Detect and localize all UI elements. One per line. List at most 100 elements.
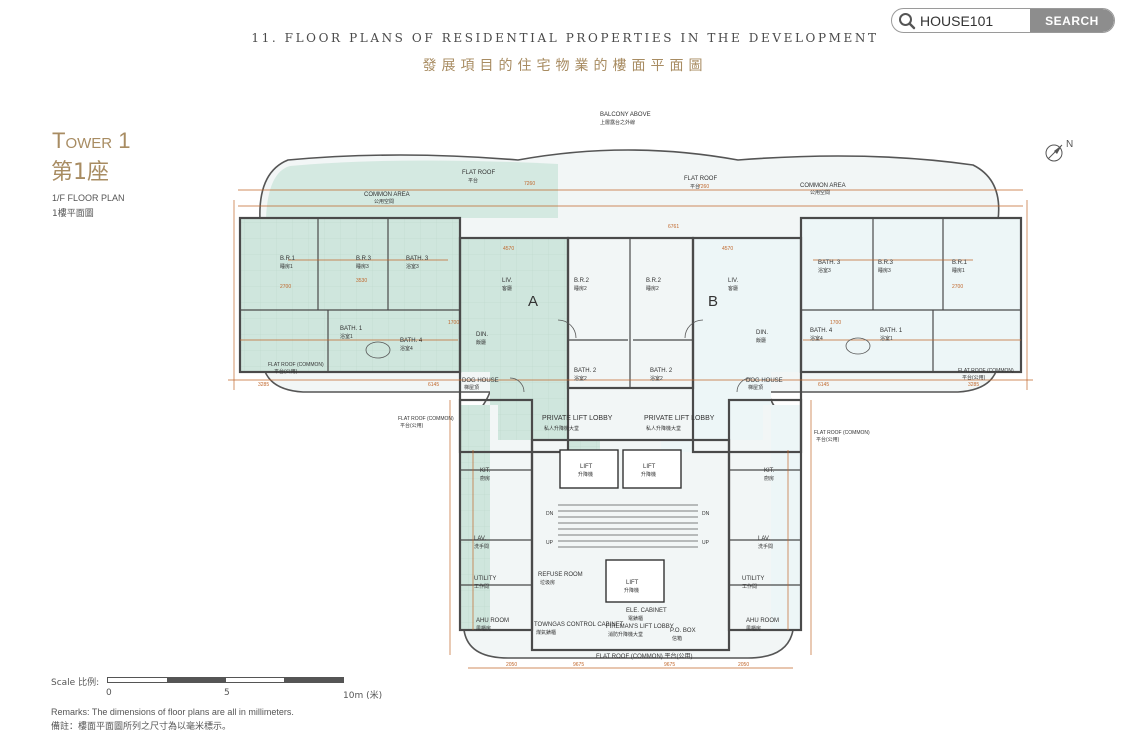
label-bath3-b-zh: 浴室3 bbox=[818, 267, 831, 274]
search-box: SEARCH bbox=[891, 8, 1115, 33]
floor-plan-label: 1/F FLOOR PLAN bbox=[52, 193, 125, 203]
dim-3530: 3530 bbox=[356, 278, 367, 284]
label-br1-a-zh: 睡房1 bbox=[280, 263, 293, 270]
label-common-area-b-zh: 公用空間 bbox=[810, 189, 830, 196]
label-lift-1-zh: 升降機 bbox=[578, 471, 593, 478]
label-bath3-a-zh: 浴室3 bbox=[406, 263, 419, 270]
label-towngas-cabinet-zh: 煤氣錶櫃 bbox=[536, 629, 556, 636]
floor-plan-label-zh: 1樓平面圖 bbox=[52, 209, 94, 219]
dim-3285-b: 3285 bbox=[968, 382, 979, 388]
label-br2-a-zh: 睡房2 bbox=[574, 285, 587, 292]
label-lift-3-zh: 升降機 bbox=[624, 587, 639, 594]
dim-2700-a: 2700 bbox=[280, 284, 291, 290]
label-bath3-b: BATH. 3 bbox=[818, 260, 841, 266]
interior-walls bbox=[240, 218, 1021, 586]
label-private-lift-lobby-b-zh: 私人升降機大堂 bbox=[646, 425, 681, 432]
label-dn-b: DN bbox=[702, 511, 710, 517]
label-bath3-a: BATH. 3 bbox=[406, 256, 429, 262]
label-lav-b-zh: 洗手間 bbox=[758, 543, 773, 550]
label-unit-b: B bbox=[708, 293, 718, 310]
label-ele-cabinet-zh: 電錶櫃 bbox=[628, 615, 643, 622]
label-lift-1: LIFT bbox=[580, 464, 593, 470]
label-common-area-a-zh: 公用空間 bbox=[374, 198, 394, 205]
label-bath1-b: BATH. 1 bbox=[880, 328, 903, 334]
label-balcony-above-zh: 上層露台之外線 bbox=[600, 119, 635, 126]
label-br2-b-zh: 睡房2 bbox=[646, 285, 659, 292]
scale-tick-5: 5 bbox=[224, 688, 230, 698]
north-label: N bbox=[1066, 139, 1073, 150]
label-ahu-room-a: AHU ROOM bbox=[476, 618, 509, 624]
label-flat-roof-common-bottom: FLAT ROOF (COMMON) 平台(公用) bbox=[596, 652, 692, 660]
label-din-b-zh: 飯廳 bbox=[756, 337, 766, 344]
label-private-lift-lobby-b: PRIVATE LIFT LOBBY bbox=[644, 415, 715, 422]
label-private-lift-lobby-a: PRIVATE LIFT LOBBY bbox=[542, 415, 613, 422]
label-flat-roof-common-c-zh: 平台(公用) bbox=[400, 422, 424, 429]
search-button[interactable]: SEARCH bbox=[1030, 9, 1114, 32]
label-bath1-b-zh: 浴室1 bbox=[880, 335, 893, 342]
label-common-area-a: COMMON AREA bbox=[364, 192, 410, 198]
label-kit-a: KIT. bbox=[480, 468, 491, 474]
dim-6145-b: 6145 bbox=[818, 382, 829, 388]
remarks: Remarks: The dimensions of floor plans a… bbox=[51, 707, 294, 717]
dim-7260-b: 7260 bbox=[698, 184, 709, 190]
dim-9675-b: 9675 bbox=[664, 662, 675, 668]
label-br1-b-zh: 睡房1 bbox=[952, 267, 965, 274]
label-bath2-b: BATH. 2 bbox=[650, 368, 673, 374]
label-ele-cabinet: ELE. CABINET bbox=[626, 608, 667, 614]
label-br2-b: B.R.2 bbox=[646, 278, 662, 284]
label-up-a: UP bbox=[546, 540, 554, 546]
scale-bar bbox=[107, 677, 344, 683]
label-bath4-b-zh: 浴室4 bbox=[810, 335, 823, 342]
dim-4570-b: 4570 bbox=[722, 246, 733, 252]
dim-6761: 6761 bbox=[668, 224, 679, 230]
label-flat-roof-b: FLAT ROOF bbox=[684, 176, 717, 182]
label-utility-b: UTILITY bbox=[742, 576, 764, 582]
remarks-zh: 備註：樓面平面圖所列之尺寸為以毫米標示。 bbox=[51, 722, 232, 732]
label-din-a: DIN. bbox=[476, 332, 488, 338]
label-up-b: UP bbox=[702, 540, 710, 546]
label-flat-roof-common-d-zh: 平台(公用) bbox=[816, 436, 840, 443]
label-dn-a: DN bbox=[546, 511, 554, 517]
label-br3-b-zh: 睡房3 bbox=[878, 267, 891, 274]
fixtures bbox=[365, 319, 871, 393]
scale-tick-10: 10m (米) bbox=[343, 691, 383, 701]
north-arrow-icon: N bbox=[1045, 139, 1073, 162]
label-unit-a: A bbox=[528, 293, 538, 310]
label-flat-roof-common-b-zh: 平台(公用) bbox=[962, 374, 986, 381]
dim-1700-a: 1700 bbox=[448, 320, 459, 326]
label-liv-a: LIV. bbox=[502, 278, 512, 284]
dim-3285-a: 3285 bbox=[258, 382, 269, 388]
label-dog-house-a: DOG HOUSE bbox=[462, 378, 499, 384]
label-ahu-room-b: AHU ROOM bbox=[746, 618, 779, 624]
label-refuse-room: REFUSE ROOM bbox=[538, 572, 583, 578]
label-liv-b: LIV. bbox=[728, 278, 738, 284]
label-lift-3: LIFT bbox=[626, 580, 639, 586]
label-liv-b-zh: 客廳 bbox=[728, 285, 738, 292]
dimension-lines bbox=[228, 189, 1033, 669]
label-br1-a: B.R.1 bbox=[280, 256, 296, 262]
label-flat-roof-a: FLAT ROOF bbox=[462, 170, 495, 176]
scale-label: Scale 比例: bbox=[51, 678, 100, 688]
dimension-numbers: 6145 6145 3285 3285 2050 2050 9675 9675 … bbox=[258, 181, 979, 668]
dim-2050-b: 2050 bbox=[738, 662, 749, 668]
label-din-b: DIN. bbox=[756, 330, 768, 336]
label-br3-a: B.R.3 bbox=[356, 256, 372, 262]
label-dog-house-b-zh: 梯屋頂 bbox=[748, 384, 763, 391]
dim-9675-a: 9675 bbox=[573, 662, 584, 668]
label-lav-a-zh: 洗手間 bbox=[474, 543, 489, 550]
core bbox=[558, 449, 698, 603]
label-flat-roof-common-b: FLAT ROOF (COMMON) bbox=[958, 368, 1014, 374]
label-balcony-above: BALCONY ABOVE bbox=[600, 112, 651, 118]
label-br1-b: B.R.1 bbox=[952, 260, 968, 266]
label-flat-roof-b-zh: 平台 bbox=[690, 183, 700, 190]
label-utility-a-zh: 工作間 bbox=[474, 583, 489, 590]
label-kit-b-zh: 廚房 bbox=[764, 475, 774, 482]
label-po-box-zh: 信箱 bbox=[672, 635, 682, 642]
tower-name: Tower 1 bbox=[52, 128, 131, 153]
page-title-zh: 發展項目的住宅物業的樓面平面圖 bbox=[422, 58, 708, 74]
floor-plan: BALCONY ABOVE 上層露台之外線 FLAT ROOF 平台 FLAT … bbox=[228, 112, 1033, 669]
label-bath2-b-zh: 浴室2 bbox=[650, 375, 663, 382]
search-input[interactable] bbox=[920, 9, 1032, 32]
label-po-box: P.O. BOX bbox=[670, 628, 696, 634]
dim-2050-a: 2050 bbox=[506, 662, 517, 668]
